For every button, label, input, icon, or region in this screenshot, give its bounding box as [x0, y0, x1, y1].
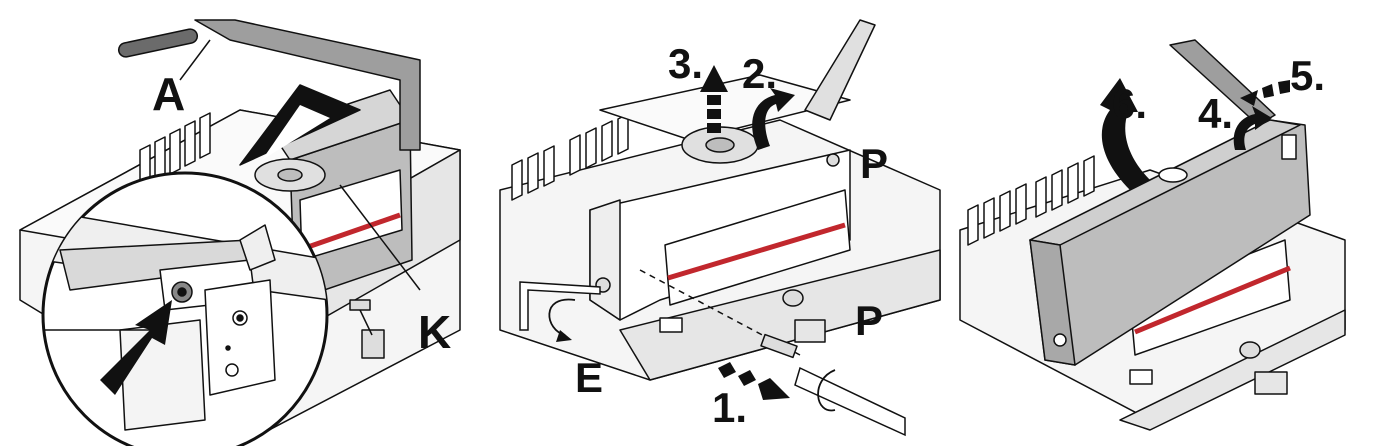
dashed-arrow-icon [700, 65, 728, 133]
blade-line [1134, 265, 1291, 335]
screw-p-top [826, 153, 840, 167]
label-k: K [418, 306, 451, 358]
blade-line [304, 212, 401, 251]
exploded-screw [760, 333, 798, 359]
dashed-arrow-icon [718, 362, 790, 400]
label-e: E [575, 354, 603, 401]
label-step-2: 2. [742, 50, 777, 97]
curved-arrow-icon [752, 88, 795, 150]
side-plate [204, 279, 276, 396]
lever-arm [194, 19, 421, 151]
press-arrow-icon [100, 300, 172, 395]
gauge-fins [511, 113, 629, 201]
gauge-fins [139, 112, 211, 191]
dashed-arrow-icon [1240, 80, 1290, 106]
curved-arrow-icon [1233, 106, 1272, 150]
label-step-3: 3. [668, 40, 703, 87]
panel-3 [959, 39, 1346, 431]
label-a: A [152, 68, 185, 120]
label-step-5: 5. [1290, 52, 1325, 99]
label-step-4: 4. [1198, 90, 1233, 137]
hex-key-icon [519, 281, 601, 331]
crank-handle [349, 299, 385, 359]
gauge-fins [967, 155, 1095, 246]
crank-handle [1239, 341, 1288, 395]
rotate-arrow-icon [817, 369, 836, 412]
label-p-top: P [860, 140, 888, 187]
label-p-bottom: P [855, 297, 883, 344]
crank-handle [782, 289, 826, 343]
label-step-6: 6. [1112, 80, 1147, 127]
label-step-1: 1. [712, 384, 747, 431]
panel-2 [499, 19, 941, 381]
blade-line [667, 222, 846, 281]
lever-arm [1169, 39, 1276, 126]
screwdriver-icon [794, 366, 906, 437]
magnifier-circle-icon [41, 171, 329, 446]
curved-arrow-icon [1100, 78, 1150, 190]
